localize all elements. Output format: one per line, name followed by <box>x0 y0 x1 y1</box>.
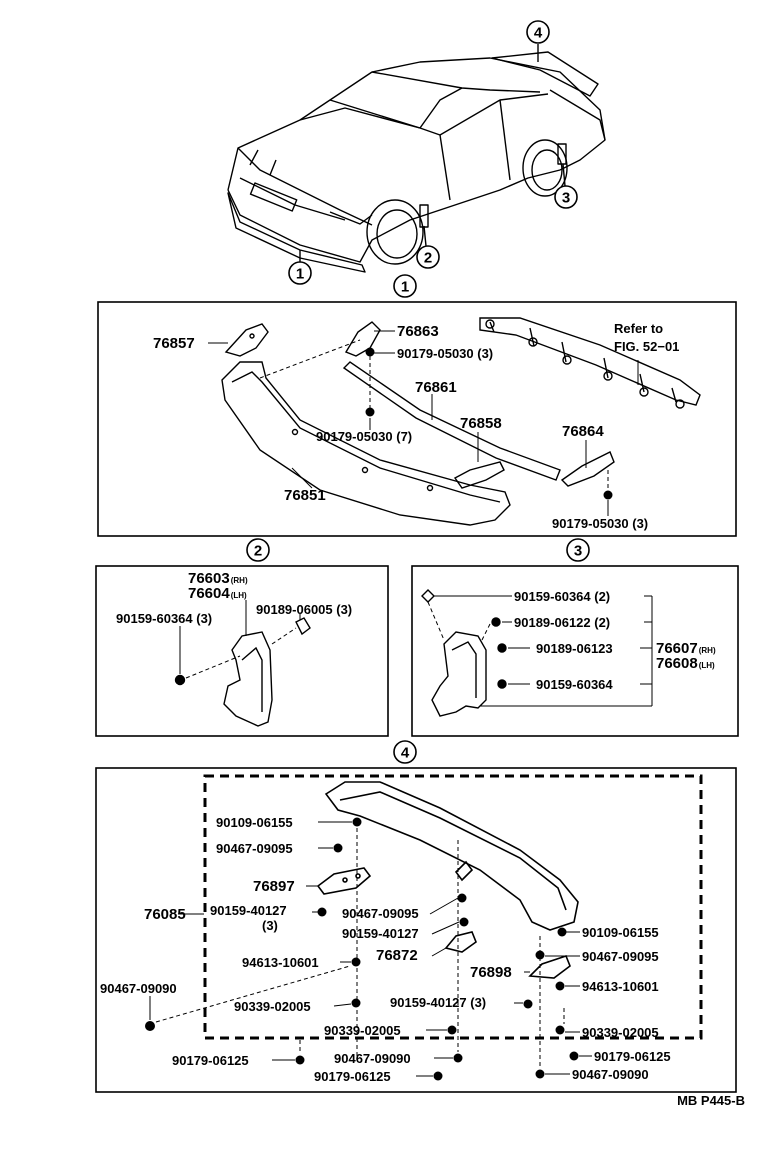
svg-text:1: 1 <box>401 279 409 296</box>
section1-leaders <box>208 330 639 516</box>
section4-leaders <box>149 821 592 1077</box>
section2-badge: 2 <box>246 538 270 562</box>
svg-text:76085: 76085 <box>144 906 186 923</box>
svg-text:90109-06155: 90109-06155 <box>582 925 659 940</box>
section3-drawing <box>421 589 507 717</box>
svg-text:90179-05030 (7): 90179-05030 (7) <box>316 429 412 444</box>
svg-text:90159-40127: 90159-40127 <box>210 903 287 918</box>
svg-text:76608(LH): 76608(LH) <box>656 655 715 672</box>
svg-text:90159-40127: 90159-40127 <box>342 926 419 941</box>
section3-labels: 90159-60364 (2) 90189-06122 (2) 90189-06… <box>514 589 716 692</box>
svg-text:90179-06125: 90179-06125 <box>172 1053 249 1068</box>
section1-drawing <box>221 317 701 526</box>
svg-text:90159-60364 (3): 90159-60364 (3) <box>116 611 212 626</box>
car-callouts: 4 1 2 3 <box>288 20 578 285</box>
svg-text:90179-05030 (3): 90179-05030 (3) <box>397 346 493 361</box>
section2-drawing <box>174 617 311 727</box>
svg-text:76864: 76864 <box>562 423 604 440</box>
section4-dashed-frame <box>203 774 703 1040</box>
svg-text:90109-06155: 90109-06155 <box>216 815 293 830</box>
svg-text:FIG. 52−01: FIG. 52−01 <box>614 339 679 354</box>
car-illustration <box>227 44 606 273</box>
svg-text:90467-09090: 90467-09090 <box>334 1051 411 1066</box>
svg-text:2: 2 <box>424 250 432 267</box>
svg-text:90179-05030 (3): 90179-05030 (3) <box>552 516 648 531</box>
svg-text:90467-09095: 90467-09095 <box>216 841 293 856</box>
svg-text:90189-06123: 90189-06123 <box>536 641 613 656</box>
svg-text:4: 4 <box>534 25 543 42</box>
svg-text:90467-09095: 90467-09095 <box>342 906 419 921</box>
section4-box <box>95 767 737 1093</box>
section4-labels: 90109-06155 90467-09095 76897 76085 9015… <box>100 815 671 1084</box>
svg-text:76858: 76858 <box>460 415 502 432</box>
svg-text:90159-60364: 90159-60364 <box>536 677 613 692</box>
svg-text:76861: 76861 <box>415 379 457 396</box>
section1-box <box>97 301 737 537</box>
section4-fasteners <box>145 817 579 1081</box>
section2-leaders <box>179 600 301 679</box>
section2-box <box>95 565 389 737</box>
svg-text:94613-10601: 94613-10601 <box>242 955 319 970</box>
svg-text:76607(RH): 76607(RH) <box>656 640 716 657</box>
svg-text:4: 4 <box>401 745 410 762</box>
svg-text:76851: 76851 <box>284 487 326 504</box>
section3-leaders <box>427 595 653 707</box>
svg-text:94613-10601: 94613-10601 <box>582 979 659 994</box>
svg-text:90159-60364 (2): 90159-60364 (2) <box>514 589 610 604</box>
section4-badge: 4 <box>393 740 417 764</box>
section4-drawing <box>316 781 579 979</box>
svg-text:90467-09090: 90467-09090 <box>572 1067 649 1082</box>
svg-text:90467-09095: 90467-09095 <box>582 949 659 964</box>
svg-text:Refer to: Refer to <box>614 321 663 336</box>
svg-text:90467-09090: 90467-09090 <box>100 981 177 996</box>
svg-text:(3): (3) <box>262 918 278 933</box>
section1-badge: 1 <box>393 274 417 298</box>
svg-text:90339-02005: 90339-02005 <box>234 999 311 1014</box>
svg-text:90179-06125: 90179-06125 <box>594 1049 671 1064</box>
svg-text:90179-06125: 90179-06125 <box>314 1069 391 1084</box>
svg-text:76898: 76898 <box>470 964 512 981</box>
svg-text:90339-02005: 90339-02005 <box>582 1025 659 1040</box>
svg-text:1: 1 <box>296 266 304 283</box>
svg-text:76857: 76857 <box>153 335 195 352</box>
section3-box <box>411 565 739 737</box>
svg-text:90189-06122 (2): 90189-06122 (2) <box>514 615 610 630</box>
svg-text:76604(LH): 76604(LH) <box>188 585 247 602</box>
section1-labels: 76857 76863 90179-05030 (3) 76861 76858 … <box>153 321 679 531</box>
svg-text:76603(RH): 76603(RH) <box>188 570 248 587</box>
svg-text:3: 3 <box>574 543 582 560</box>
section1-fasteners <box>365 347 613 500</box>
svg-text:76897: 76897 <box>253 878 295 895</box>
svg-text:76863: 76863 <box>397 323 439 340</box>
svg-text:3: 3 <box>562 190 570 207</box>
svg-text:76872: 76872 <box>376 947 418 964</box>
svg-text:90339-02005: 90339-02005 <box>324 1023 401 1038</box>
svg-text:2: 2 <box>254 543 262 560</box>
section2-labels: 76603(RH) 76604(LH) 90159-60364 (3) 9018… <box>116 570 352 626</box>
svg-text:90189-06005 (3): 90189-06005 (3) <box>256 602 352 617</box>
diagram-code: MB P445-B <box>677 1093 745 1108</box>
svg-text:90159-40127 (3): 90159-40127 (3) <box>390 995 486 1010</box>
section3-badge: 3 <box>566 538 590 562</box>
